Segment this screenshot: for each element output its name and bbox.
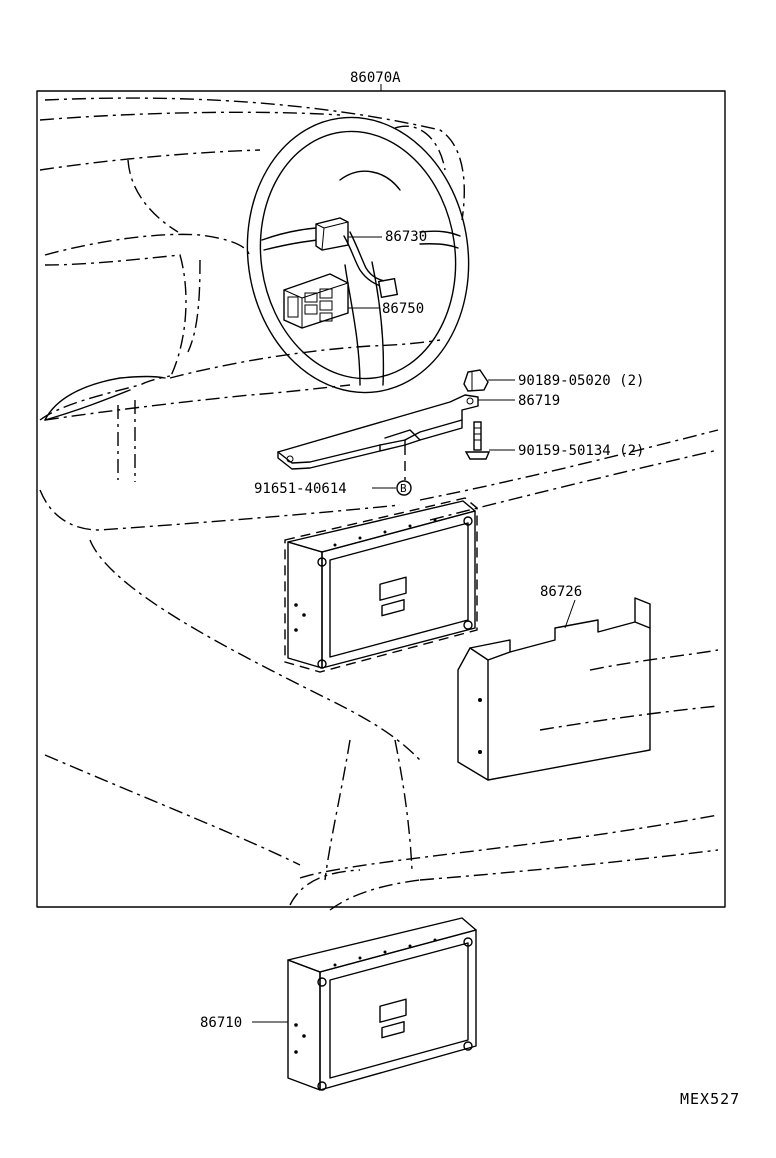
dashboard-outline [39,97,719,911]
label-86750: 86750 [382,301,424,317]
bracket-nut [463,369,489,392]
label-86719: 86719 [518,393,560,409]
label-86730: 86730 [385,229,427,245]
label-86710: 86710 [200,1015,242,1031]
diagram-code: MEX527 [680,1090,740,1108]
label-90159-50134: 90159-50134 (2) [518,443,644,459]
assembly-label: 86070A [350,70,401,86]
label-90189-05020: 90189-05020 (2) [518,373,644,389]
cover [457,597,651,781]
steering-switch-connector [315,217,399,299]
label-91651-40614: 91651-40614 [254,481,347,497]
steering-wheel [246,116,470,394]
steering-switch [283,273,349,329]
control-unit-installed [284,497,478,673]
clip-marker: B [396,480,412,496]
label-86726: 86726 [540,584,582,600]
clip-marker-letter: B [400,482,407,495]
control-unit [287,917,477,1091]
assembly-frame [36,84,726,908]
dashboard-corner [44,375,166,421]
bracket [277,394,479,470]
bolt [464,421,491,460]
